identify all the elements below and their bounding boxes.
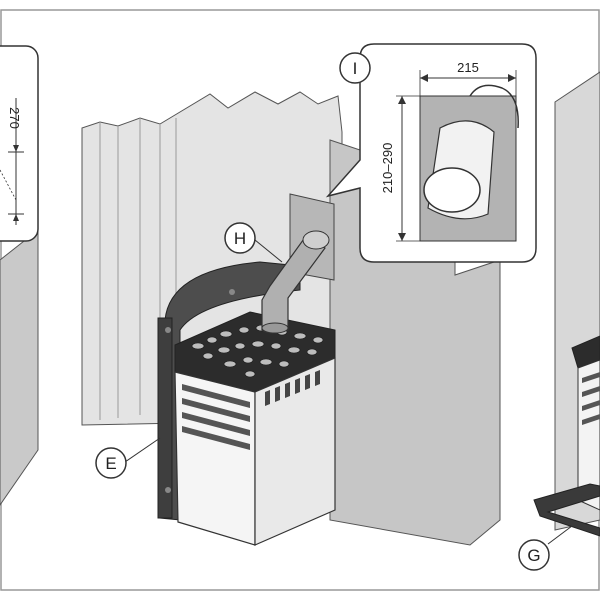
width-dimension-arrow [420,74,428,82]
shield-bolt [165,327,171,333]
callout-e-label: E [105,454,116,473]
right-stove-grille [582,372,600,425]
left-dimension-arrow [13,214,19,221]
callout-h: H [224,222,256,254]
right-panel [533,71,600,545]
callout-h-label: H [234,229,246,248]
callout-e: E [95,447,127,479]
side-vents [265,370,320,406]
plate-width-label: 215 [457,60,479,75]
center-panel [81,91,501,546]
stove-side [254,357,336,546]
callout-line-g [547,525,573,545]
right-stove-top [571,335,600,369]
plate-bracket [469,84,519,129]
base-frame [533,483,600,537]
left-panel: 270 [0,45,39,506]
shield-bolt [229,289,235,295]
plate-height-label: 210–290 [380,143,395,194]
height-dimension-arrow [398,233,406,241]
heat-shield-post [157,317,173,519]
left-wall [0,228,39,506]
width-dimension-arrow [508,74,516,82]
pipe-collar-opening [423,167,481,213]
flue-pipe-base [261,322,289,334]
callout-line-h [254,239,283,263]
front-grille [182,384,250,450]
right-stove-front [577,359,600,511]
callout-line-e [124,437,161,463]
callout-i: I [339,52,371,84]
callout-g-label: G [527,546,540,565]
left-height-label: 270 [7,107,22,129]
callout-i-label: I [353,59,358,78]
height-dimension-arrow [398,96,406,104]
detail-bubble-i: 215 210–290 [325,43,537,263]
left-detail-bubble [0,45,39,242]
left-dimension-arrow [13,145,19,152]
shield-bolt [165,487,171,493]
flue-pipe-end [302,230,330,250]
left-guide-line [0,169,17,201]
callout-g: G [518,539,550,571]
